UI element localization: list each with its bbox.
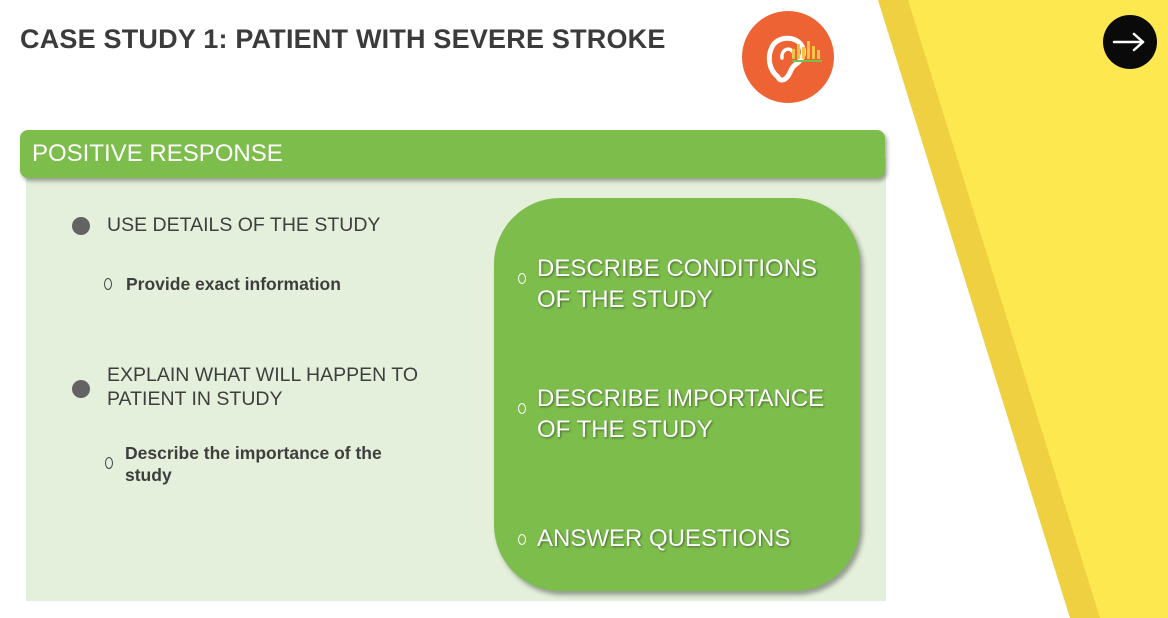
- next-slide-button[interactable]: [1103, 15, 1157, 69]
- panel-item-3: ANSWER QUESTIONS: [537, 523, 790, 554]
- slide-title: CASE STUDY 1: PATIENT WITH SEVERE STROKE: [20, 24, 666, 54]
- bullet-1-text: USE DETAILS OF THE STUDY: [107, 213, 380, 237]
- bullet-2-text: EXPLAIN WHAT WILL HAPPEN TO PATIENT IN S…: [107, 363, 418, 411]
- bullet-dot-icon: [72, 217, 90, 235]
- panel-marker-icon: [518, 273, 526, 284]
- panel-item-2: DESCRIBE IMPORTANCE OF THE STUDY: [537, 383, 824, 445]
- panel-item-1-line-1: DESCRIBE CONDITIONS: [537, 255, 818, 282]
- panel-marker-icon: [518, 534, 526, 545]
- yellow-band-light: [908, 0, 1168, 618]
- bullet-1-line-1: USE DETAILS OF THE STUDY: [107, 214, 381, 236]
- panel-item-1-line-2: OF THE STUDY: [537, 286, 713, 313]
- panel-item-1: DESCRIBE CONDITIONS OF THE STUDY: [537, 253, 817, 315]
- sub-bullet-2-line-1: Describe the importance of the: [125, 443, 382, 463]
- steps-panel: DESCRIBE CONDITIONS OF THE STUDY DESCRIB…: [494, 198, 860, 591]
- sub-bullet-1-line-1: Provide exact information: [126, 274, 341, 294]
- bullet-dot-icon: [72, 380, 90, 398]
- sub-bullet-2-line-2: study: [125, 465, 172, 485]
- section-header-bar: POSITIVE RESPONSE: [20, 130, 885, 178]
- panel-item-2-line-1: DESCRIBE IMPORTANCE: [537, 385, 825, 412]
- sub-bullet-2-text: Describe the importance of the study: [125, 442, 382, 486]
- arrow-right-icon: [1112, 32, 1145, 52]
- sub-bullet-1-text: Provide exact information: [126, 273, 341, 295]
- sub-bullet-marker-icon: [104, 278, 112, 290]
- panel-item-3-line-1: ANSWER QUESTIONS: [537, 525, 791, 552]
- bullet-2-line-1: EXPLAIN WHAT WILL HAPPEN TO: [107, 364, 419, 386]
- ear-sound-icon: [742, 11, 834, 103]
- section-header-title: POSITIVE RESPONSE: [32, 140, 283, 167]
- bullet-2-line-2: PATIENT IN STUDY: [107, 388, 283, 410]
- panel-item-2-line-2: OF THE STUDY: [537, 416, 713, 443]
- panel-marker-icon: [518, 403, 526, 414]
- sub-bullet-marker-icon: [105, 457, 113, 469]
